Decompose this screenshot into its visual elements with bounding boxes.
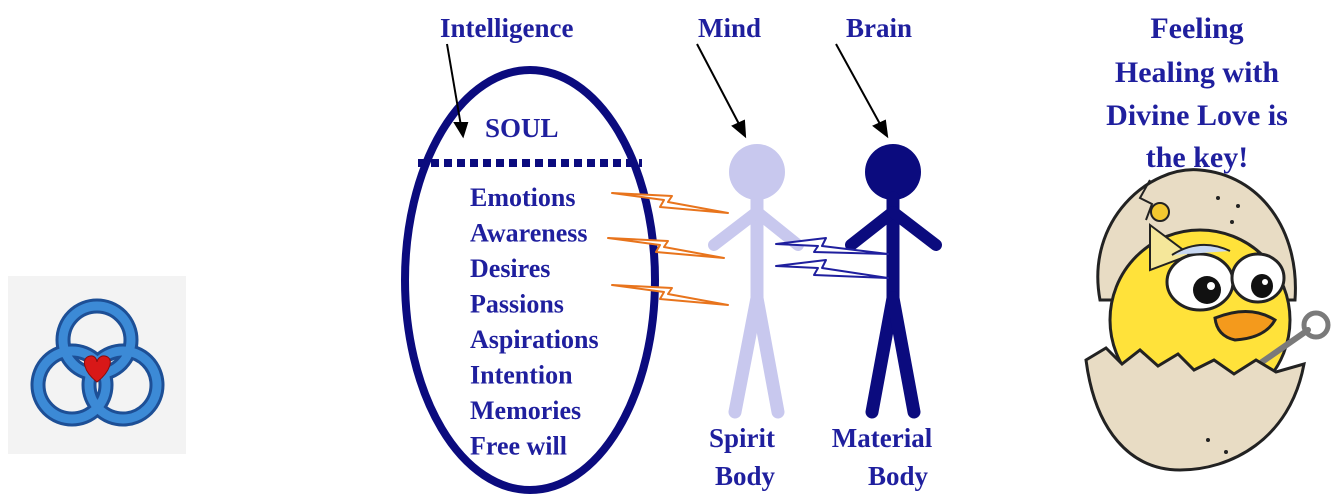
intelligence-label: Intelligence	[440, 13, 573, 43]
healing-message-line-1: Feeling	[1150, 12, 1243, 45]
soul-item: Awareness	[470, 219, 587, 248]
trefoil-knot-heart-icon	[8, 276, 186, 454]
mind-label: Mind	[698, 13, 761, 43]
soul-ellipse	[401, 66, 659, 494]
soul-item: Aspirations	[470, 325, 599, 354]
top-labels: Intelligence Mind Brain	[440, 13, 912, 43]
soul-items-list: EmotionsAwarenessDesiresPassionsAspirati…	[470, 183, 599, 461]
spirit-body-label-line-1: Spirit	[709, 423, 775, 453]
soul-item: Memories	[470, 396, 581, 425]
soul-item: Emotions	[470, 183, 575, 212]
healing-message-line-3: Divine Love is	[1106, 99, 1288, 132]
material-body-figure	[845, 144, 942, 419]
brain-label: Brain	[846, 13, 912, 43]
soul-item: Free will	[470, 432, 567, 461]
hatching-chick-with-key-icon	[1084, 168, 1331, 472]
material-body-label-line-2: Body	[868, 461, 929, 491]
blue-lightning-icons	[775, 237, 889, 279]
soul-title: SOUL	[485, 113, 559, 143]
spirit-body-label-line-2: Body	[715, 461, 776, 491]
healing-message: Feeling Healing with Divine Love is the …	[1106, 12, 1288, 174]
healing-message-line-2: Healing with	[1115, 56, 1279, 89]
label-arrows	[446, 43, 889, 139]
soul-item: Intention	[470, 361, 573, 390]
orange-lightning-icons	[607, 192, 729, 306]
spirit-body-label: Spirit Body	[709, 423, 776, 491]
soul-item: Desires	[470, 254, 550, 283]
material-body-label-line-1: Material	[832, 423, 933, 453]
healing-message-line-4: the key!	[1146, 141, 1248, 174]
soul-item: Passions	[470, 290, 564, 319]
spirit-body-figure	[708, 144, 804, 419]
material-body-label: Material Body	[832, 423, 933, 491]
